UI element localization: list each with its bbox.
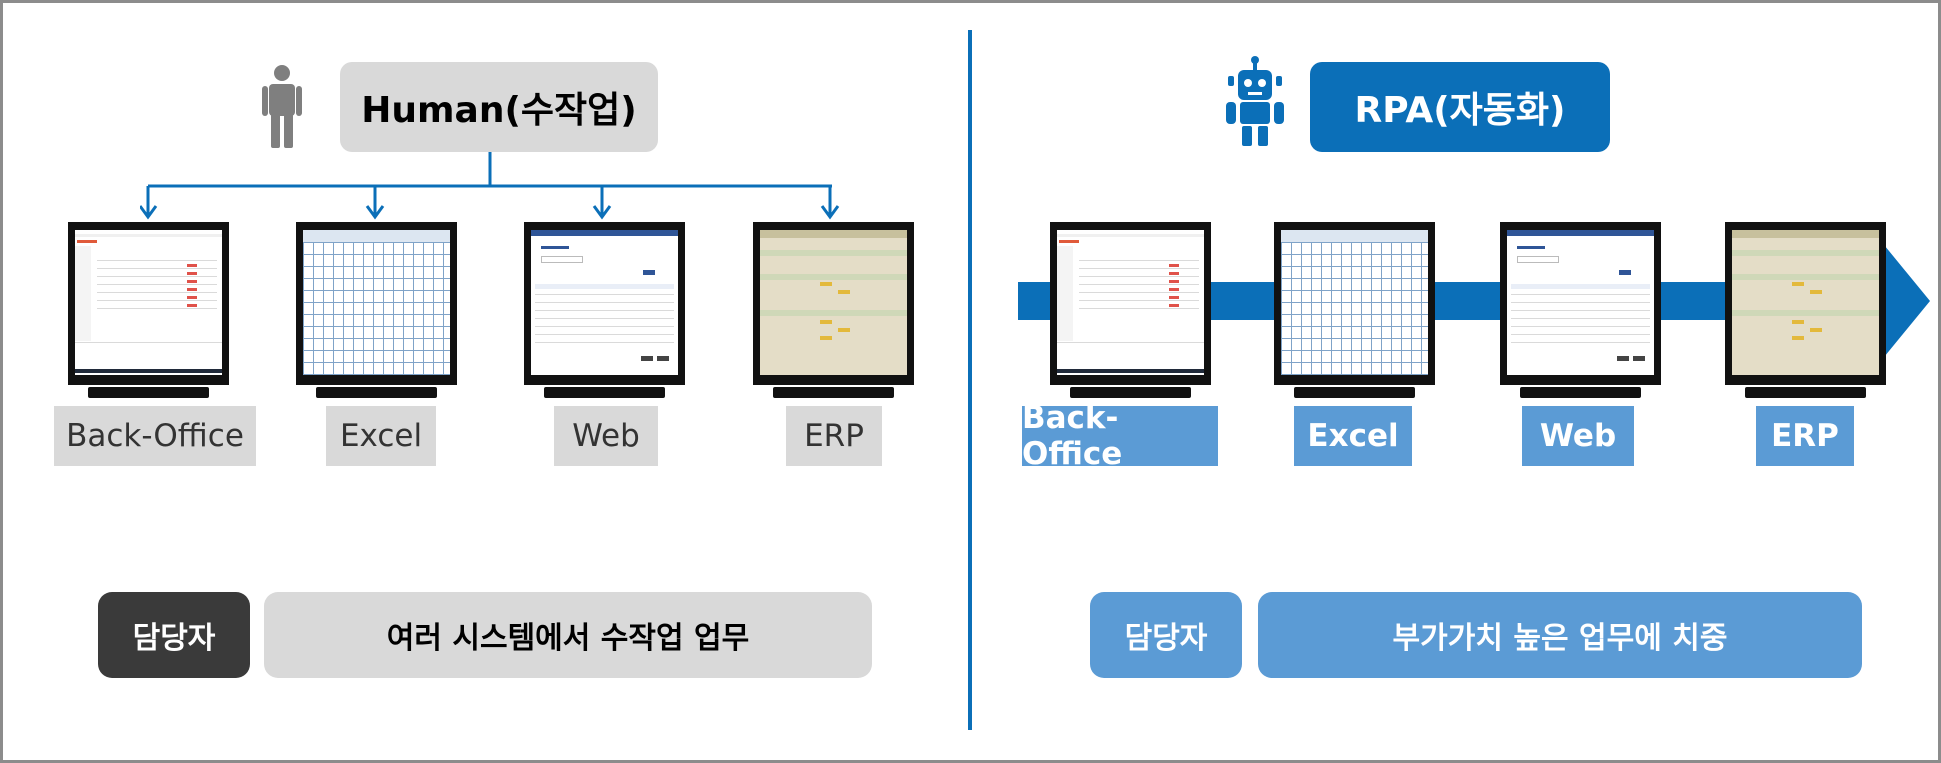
arrow-right-icon (1018, 240, 1930, 362)
monitor-back-office (1050, 222, 1211, 385)
connector-tree (140, 152, 840, 220)
person-icon (262, 65, 302, 148)
web-screen (531, 230, 678, 375)
monitor-stand (1520, 387, 1641, 398)
monitor-web (524, 222, 685, 385)
human-description: 여러 시스템에서 수작업 업무 (264, 592, 872, 678)
monitor-stand (1294, 387, 1415, 398)
back-office-screen (1057, 230, 1204, 375)
monitor-stand (544, 387, 665, 398)
human-title: Human(수작업) (340, 62, 658, 152)
owner-badge: 담당자 (1090, 592, 1242, 678)
monitor-back-office (68, 222, 229, 385)
erp-screen (760, 230, 907, 375)
excel-screen (303, 230, 450, 375)
monitor-excel (1274, 222, 1435, 385)
system-label-back-office: Back-Office (1022, 400, 1218, 472)
monitor-excel (296, 222, 457, 385)
monitor-erp (753, 222, 914, 385)
system-label-web: Web (554, 406, 658, 466)
monitor-web (1500, 222, 1661, 385)
monitor-stand (773, 387, 894, 398)
monitor-stand (316, 387, 437, 398)
monitor-erp (1725, 222, 1886, 385)
system-label-erp: ERP (1756, 406, 1854, 466)
web-screen (1507, 230, 1654, 375)
erp-screen (1732, 230, 1879, 375)
rpa-description: 부가가치 높은 업무에 치중 (1258, 592, 1862, 678)
system-label-erp: ERP (786, 406, 882, 466)
robot-icon (1226, 56, 1284, 146)
monitor-stand (1070, 387, 1191, 398)
system-label-excel: Excel (1294, 406, 1412, 466)
rpa-title: RPA(자동화) (1310, 62, 1610, 152)
monitor-stand (88, 387, 209, 398)
back-office-screen (75, 230, 222, 375)
excel-screen (1281, 230, 1428, 375)
system-label-web: Web (1522, 406, 1634, 466)
monitor-stand (1745, 387, 1866, 398)
owner-badge: 담당자 (98, 592, 250, 678)
system-label-back-office: Back-Office (54, 406, 256, 466)
section-divider (968, 30, 972, 730)
system-label-excel: Excel (326, 406, 436, 466)
